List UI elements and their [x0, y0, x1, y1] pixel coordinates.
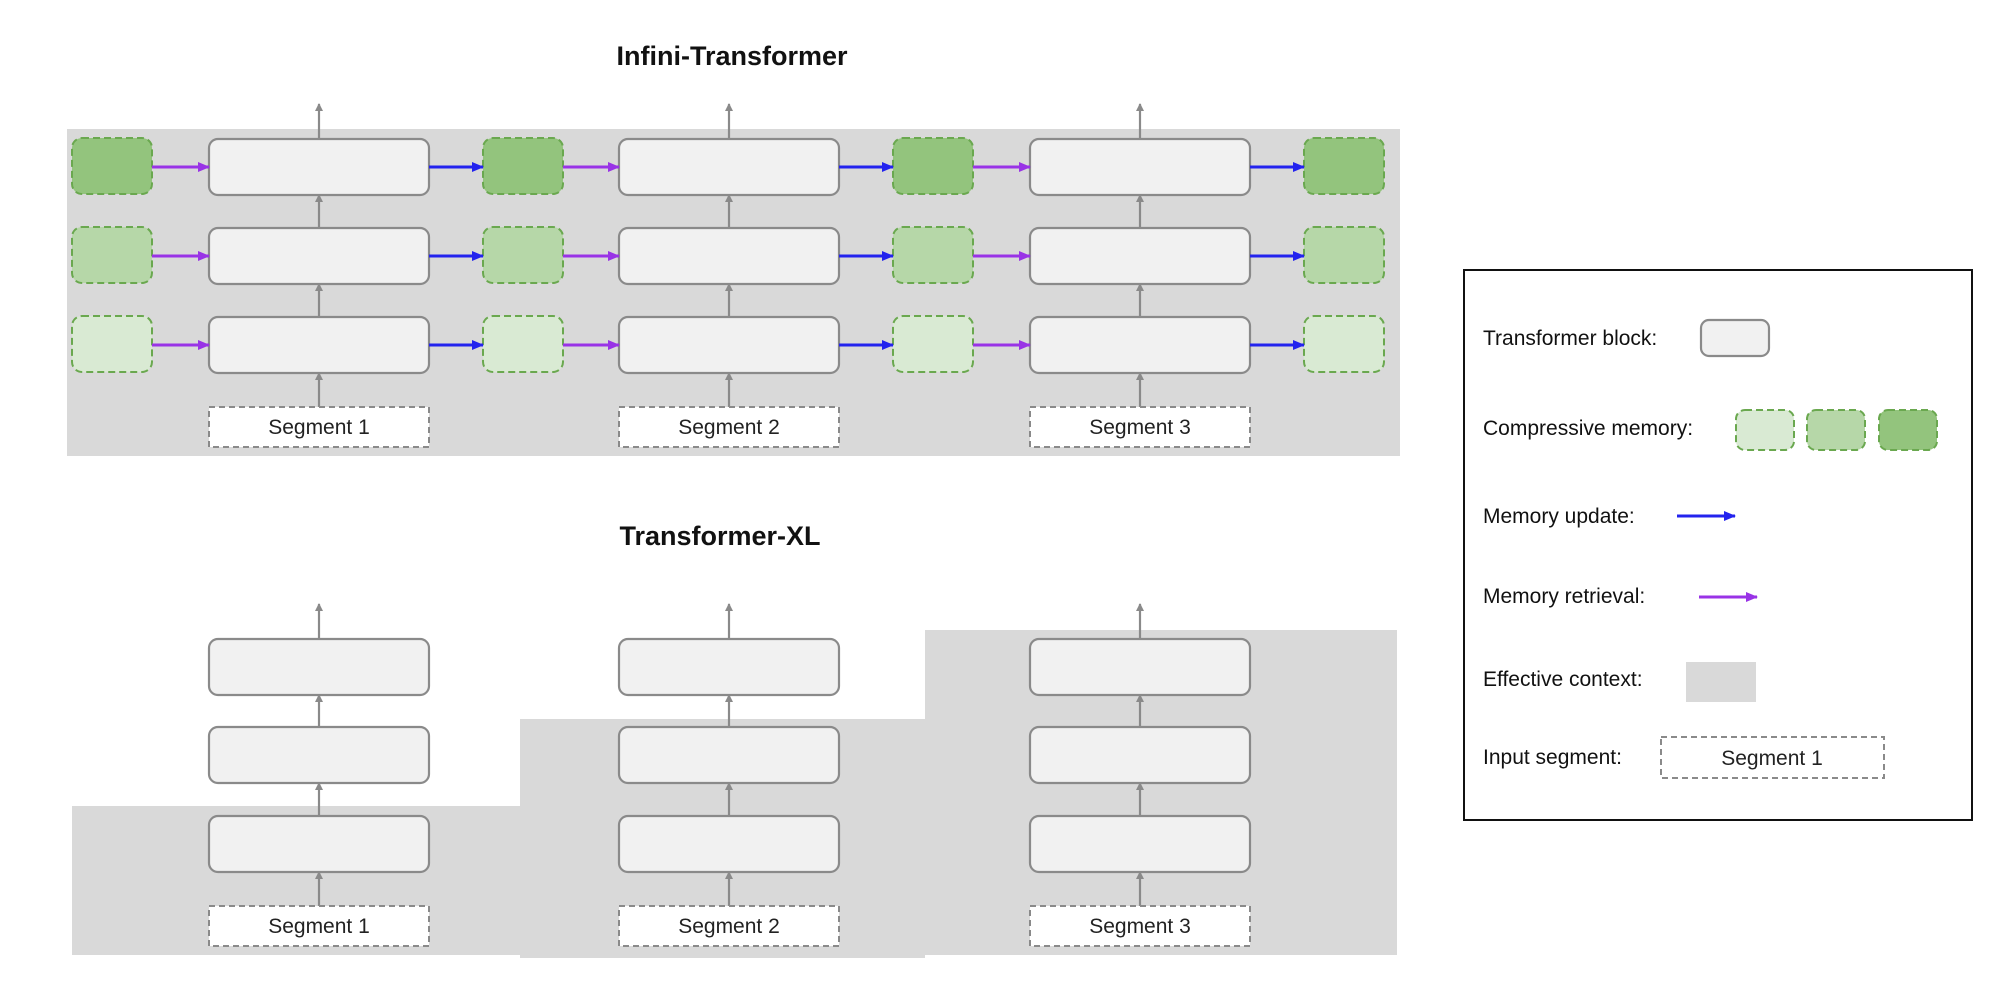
input-segment-label: Segment 3 — [1089, 416, 1191, 439]
input-segment — [1029, 406, 1251, 448]
input-segment — [618, 905, 840, 947]
transformer-block — [617, 137, 841, 197]
transformer-block — [207, 725, 431, 785]
compressive-memory-tile — [892, 226, 974, 284]
xl-effective-context — [72, 630, 1397, 958]
compressive-memory-tile — [482, 226, 564, 284]
compressive-memory-tile — [482, 137, 564, 195]
transformer-block — [1028, 137, 1252, 197]
input-segment-label: Segment 2 — [678, 416, 780, 439]
compressive-memory-tile — [1303, 315, 1385, 373]
transformer-block — [207, 637, 431, 697]
input-segment — [1029, 905, 1251, 947]
transformer-block — [1028, 315, 1252, 375]
legend: Transformer block: Compressive memory: M… — [1463, 269, 1973, 821]
transformer-block — [1028, 226, 1252, 286]
compressive-memory-tile — [71, 315, 153, 373]
input-segment — [618, 406, 840, 448]
legend-input-segment-example: Segment 1 — [1721, 747, 1823, 770]
transformer-block — [617, 725, 841, 785]
transformer-xl-diagram: Transformer-XL Segment 1 Segment 2 Segment… — [72, 521, 1397, 958]
transformer-xl-title: Transformer-XL — [619, 521, 820, 551]
transformer-block — [207, 315, 431, 375]
infini-transformer-title: Infini-Transformer — [616, 41, 848, 71]
input-segment — [208, 905, 430, 947]
transformer-block — [617, 226, 841, 286]
transformer-block — [617, 315, 841, 375]
transformer-block — [207, 814, 431, 874]
transformer-block — [1028, 637, 1252, 697]
legend-memory-light-swatch — [1735, 409, 1795, 451]
legend-memory-retrieval-label: Memory retrieval: — [1483, 585, 1645, 608]
compressive-memory-tile — [892, 315, 974, 373]
input-segment-label: Segment 1 — [268, 915, 370, 938]
legend-transformer-block-swatch — [1699, 318, 1771, 358]
legend-memory-dark-swatch — [1878, 409, 1938, 451]
compressive-memory-tile — [1303, 226, 1385, 284]
legend-box — [1463, 269, 1973, 821]
input-segment-label: Segment 3 — [1089, 915, 1191, 938]
legend-effective-context-swatch — [1686, 662, 1756, 702]
legend-transformer-block-label: Transformer block: — [1483, 327, 1657, 350]
legend-input-segment-swatch — [1660, 736, 1885, 779]
transformer-block — [617, 637, 841, 697]
compressive-memory-tile — [892, 137, 974, 195]
transformer-block — [617, 814, 841, 874]
input-segment — [208, 406, 430, 448]
legend-memory-update-label: Memory update: — [1483, 505, 1635, 528]
transformer-block — [207, 137, 431, 197]
compressive-memory-tile — [71, 137, 153, 195]
legend-compressive-memory-label: Compressive memory: — [1483, 417, 1693, 440]
input-segment-label: Segment 2 — [678, 915, 780, 938]
legend-memory-mid-swatch — [1806, 409, 1866, 451]
infini-transformer-diagram: Infini-Transformer Segment 1 Segment 2 Seg… — [67, 41, 1400, 456]
compressive-memory-tile — [1303, 137, 1385, 195]
compressive-memory-tile — [71, 226, 153, 284]
transformer-block — [1028, 814, 1252, 874]
legend-input-segment-label: Input segment: — [1483, 746, 1622, 769]
input-segment-label: Segment 1 — [268, 416, 370, 439]
transformer-block — [1028, 725, 1252, 785]
legend-effective-context-label: Effective context: — [1483, 668, 1643, 691]
transformer-block — [207, 226, 431, 286]
compressive-memory-tile — [482, 315, 564, 373]
